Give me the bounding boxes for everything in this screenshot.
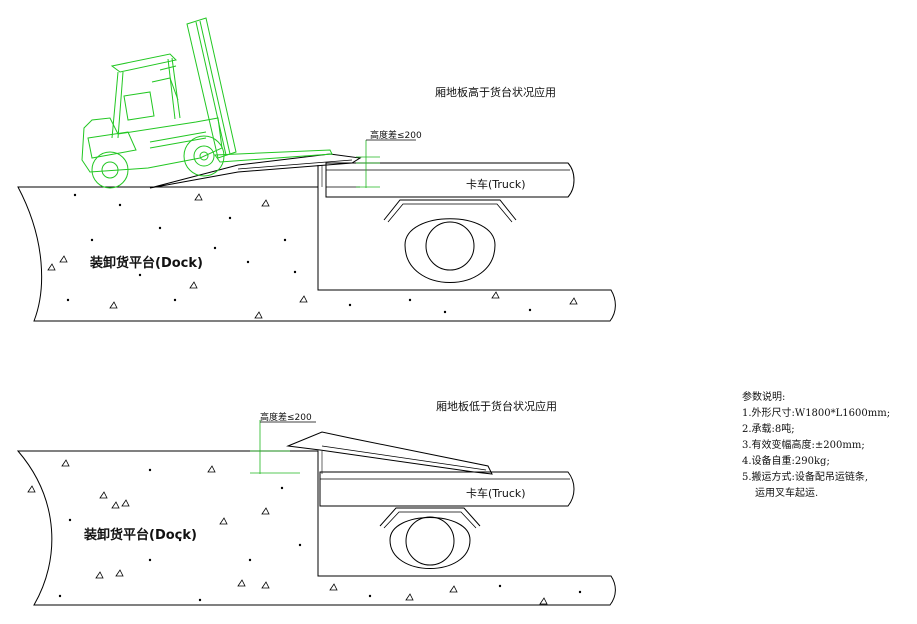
height-dimension-top [356, 139, 416, 188]
bottom-diagram: 高度差≤200 厢地板低于货台状况应用 卡车(Truck) 装卸货平台(Dock… [16, 399, 616, 606]
spec-notes: 参数说明: 1.外形尺寸:W1800*L1600mm; 2.承载:8吨; 3.有… [742, 390, 914, 502]
concrete-texture [27, 459, 582, 605]
spec-item: 4.设备自重:290kg; [742, 456, 830, 467]
caption-top: 厢地板高于货台状况应用 [435, 85, 556, 99]
leveler-plate-bottom [286, 431, 493, 475]
leveler-plate-top [149, 153, 362, 189]
forklift-icon [81, 17, 333, 189]
height-diff-label: 高度差≤200 [260, 411, 312, 423]
spec-item: 1.外形尺寸:W1800*L1600mm; [742, 408, 891, 419]
spec-item: 5.搬运方式:设备配吊运链条, [742, 472, 869, 483]
dock-platform-top [17, 186, 616, 322]
truck-bed [319, 471, 575, 507]
caption-bottom: 厢地板低于货台状况应用 [436, 399, 557, 413]
top-diagram: 高度差≤200 [17, 17, 616, 322]
concrete-texture [47, 193, 578, 319]
dock-label-top: 装卸货平台(Dock) [89, 255, 203, 271]
height-diff-label: 高度差≤200 [370, 129, 422, 141]
truck-label-top: 卡车(Truck) [466, 177, 526, 191]
truck-wheel [383, 199, 517, 283]
spec-item: 2.承载:8吨; [742, 424, 795, 435]
height-dimension-bottom [250, 420, 316, 474]
truck-wheel [379, 507, 481, 569]
spec-title: 参数说明: [742, 392, 786, 403]
dock-label-bottom: 装卸货平台(Dock) [83, 527, 197, 543]
dock-platform-bottom [16, 450, 616, 606]
spec-item: 3.有效变幅高度:±200mm; [742, 440, 865, 451]
truck-label-bottom: 卡车(Truck) [466, 486, 526, 500]
spec-item: 运用叉车起运. [755, 488, 819, 499]
truck-bed [325, 162, 575, 198]
